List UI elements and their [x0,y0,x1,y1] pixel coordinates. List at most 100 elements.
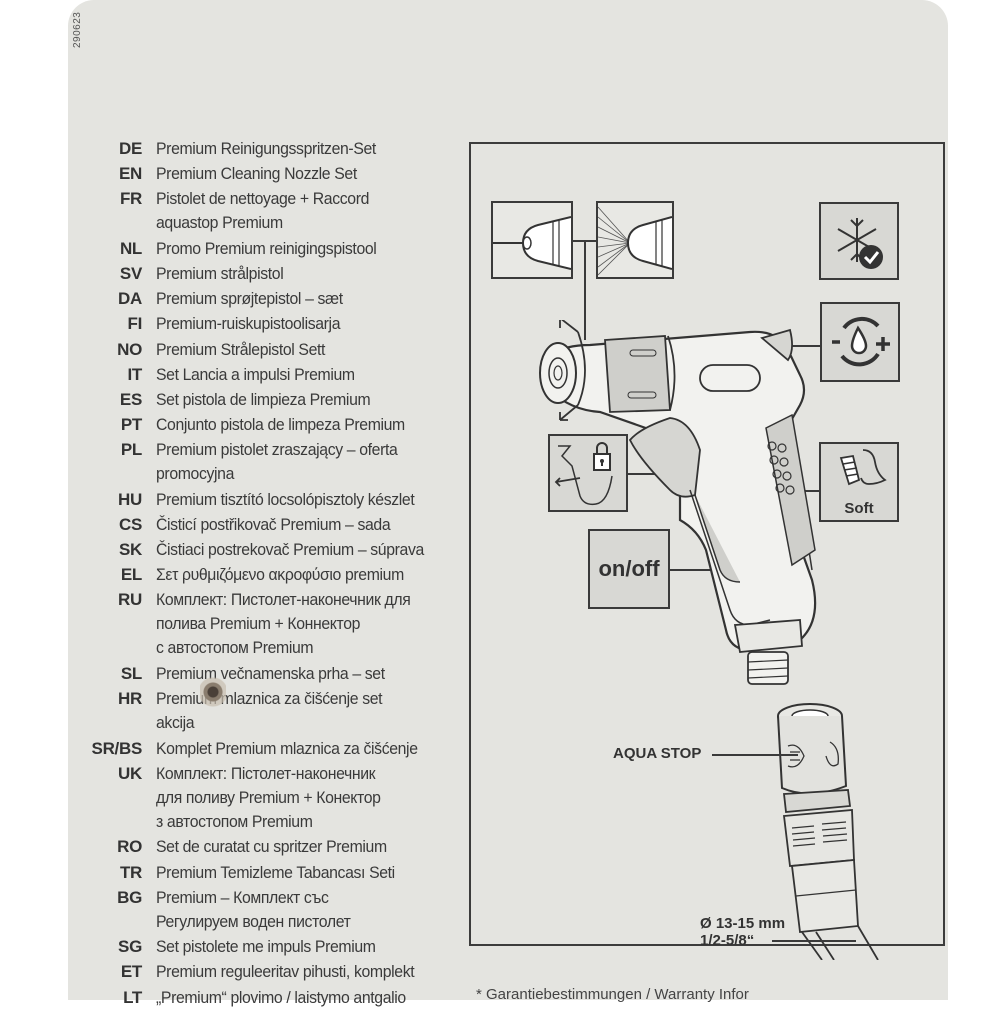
language-row: DA Premium sprøjtepistol – sæt [0,288,460,313]
language-text: Čisticí postřikovač Premium – sada [156,514,391,534]
language-code: SR/BS [91,738,143,758]
stain-mark [200,674,226,710]
language-row: SK Čistiaci postrekovač Premium – súprava [0,539,460,564]
soft-grip-box: Soft [819,442,899,522]
language-text: Set pistolete me impuls Premium [156,937,376,957]
language-code: UK [118,763,142,783]
language-code: LT [123,987,142,1007]
language-row: IT Set Lancia a impulsi Premium [0,364,460,389]
language-row: NO Premium Strålepistol Sett [0,339,460,364]
language-row: ES Set pistola de limpieza Premium [0,389,460,414]
diagram-frame [469,142,945,946]
language-text: akcija [156,713,195,733]
language-row: EL Σετ ρυθμιζόμενο ακροφύσιο premium [0,564,460,589]
language-code: NO [117,339,142,359]
language-text: Komplet Premium mlaznica za čišćenje [156,738,418,758]
language-code: DA [118,289,142,309]
language-text: Комплект: Пистолет-наконечник для [156,590,411,610]
language-text: Регулируем воден пистолет [156,911,351,931]
language-text: Premium tisztító locsolópisztoly készlet [156,489,415,509]
language-text: Set de curatat cu spritzer Premium [156,837,387,857]
frost-proof-box [819,202,899,280]
language-text: Premium večnamenska prha – set [156,664,385,683]
jet-icon [493,216,572,270]
language-code: SL [120,664,142,683]
language-row: EN Premium Cleaning Nozzle Set [0,163,460,188]
language-text: Premium-ruiskupistoolisarja [156,314,341,334]
language-code: EN [118,164,142,184]
language-text: Premium – Комплект със [156,887,329,907]
language-code: NL [119,238,142,258]
language-text: Čistiaci postrekovač Premium – súprava [156,540,424,560]
flow-control-box [820,302,900,382]
language-code: RO [117,837,142,857]
trigger-lock-icon [554,442,613,506]
snowflake-check-icon [837,218,883,269]
language-row: FI Premium-ruiskupistoolisarja [0,313,460,338]
language-row: ET Premium reguleeritav pihusti, komplekt [0,961,460,986]
language-code: HU [118,489,142,509]
language-row: LT„Premium“ plovimo / laistymo antgalio [0,987,460,1012]
trigger-lock-box [548,434,628,512]
language-text: promocyjna [156,464,235,484]
language-code: IT [127,364,142,384]
language-code: SG [118,937,142,957]
language-text: Premium Reinigungsspritzen-Set [156,139,376,158]
language-code: PT [120,415,142,435]
language-text: Premium Strålepistol Sett [156,339,326,359]
soft-grip-label: Soft [844,500,874,517]
language-row: HU Premium tisztító locsolópisztoly készl… [0,489,460,514]
language-code: SK [118,540,142,560]
language-code: FI [127,314,142,334]
aqua-stop-leader-line [712,754,798,756]
spray-fan-icon [597,206,673,276]
flow-regulator-icon [832,316,890,367]
language-text: Premium strålpistol [156,263,284,283]
language-text: Set pistola de limpieza Premium [156,389,371,409]
language-code: FR [119,189,142,209]
onoff-box: on/off [588,529,670,609]
soft-grip-hand-icon [839,449,887,486]
language-row: RO Set de curatat cu spritzer Premium [0,836,460,861]
language-text: Set Lancia a impulsi Premium [156,364,355,384]
aqua-stop-connector-illustration [777,703,879,960]
language-row: SV Premium strålpistol [0,263,460,288]
language-row: PT Conjunto pistola de limpeza Premium [0,414,460,439]
language-row: DE Premium Reinigungsspritzen-Set [0,138,460,163]
language-text: з автостопом Premium [156,811,313,831]
spray-leader-line [584,240,586,340]
language-text: Premium pistolet zraszający – oferta [156,440,398,460]
language-text: Premium Cleaning Nozzle Set [156,164,357,184]
language-code: BG [117,887,142,907]
language-text: Conjunto pistola de limpeza Premium [156,415,405,435]
onoff-leader-line [670,569,740,571]
language-row: PL Premium pistolet zraszający – oferta pr… [0,439,460,488]
language-code: HR [118,689,142,709]
language-text: Premium sprøjtepistol – sæt [156,289,343,309]
language-code: ES [119,389,142,409]
language-text: с автостопом Premium [156,638,314,658]
language-code: EL [120,565,142,585]
language-code: SV [119,263,142,283]
hose-leader-line [772,940,856,942]
language-code: PL [120,440,142,460]
language-row: SL Premium večnamenska prha – set [0,663,460,688]
language-code: ET [120,962,142,982]
print-code: 290623 [72,11,83,48]
spray-mode-box [596,201,674,279]
language-code: DE [118,139,142,158]
onoff-label: on/off [598,556,660,581]
language-row: SG Set pistolete me impuls Premium [0,936,460,961]
language-text: Σετ ρυθμιζόμενο ακροφύσιο premium [156,565,404,585]
spray-gun-illustration [539,320,817,685]
aqua-stop-label: AQUA STOP [613,745,702,762]
language-text: Premium reguleeritav pihusti, komplekt [156,962,415,982]
